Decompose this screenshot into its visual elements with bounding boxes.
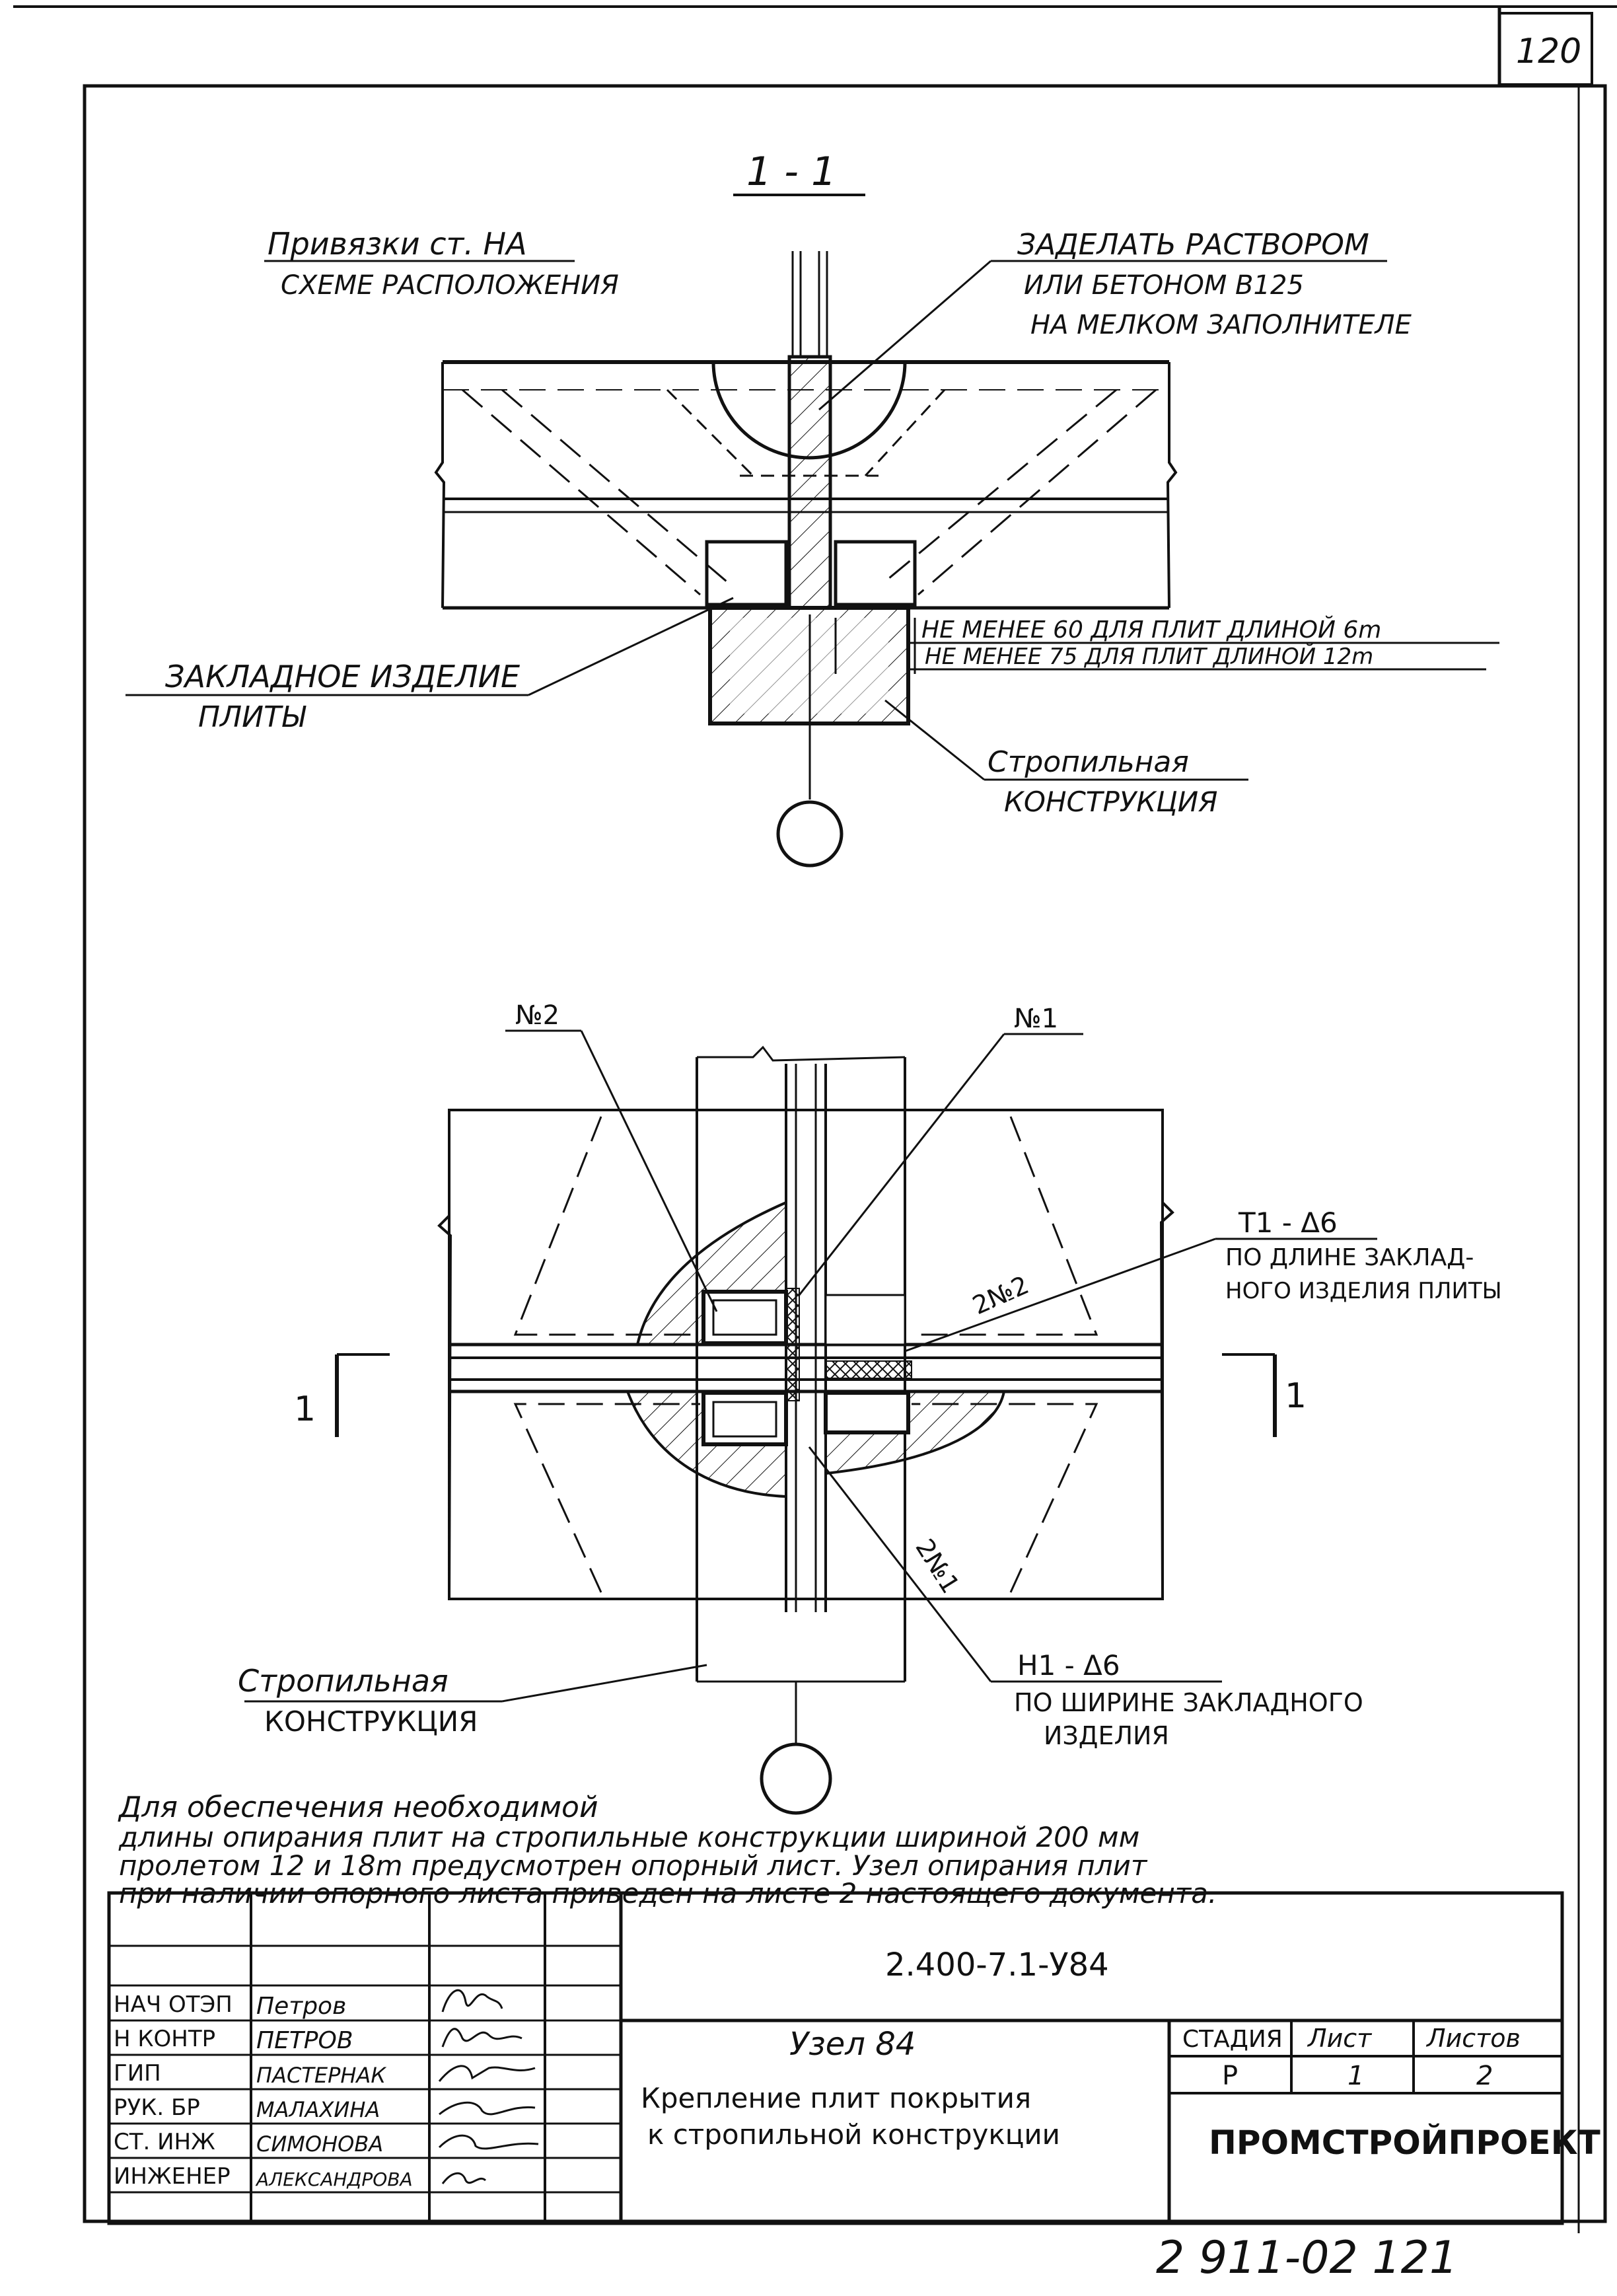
footnote-line2: длины опирания плит на стропильные конст… <box>118 1821 1139 1853</box>
rafter-section-line2: КОНСТРУКЦИЯ <box>1004 786 1217 818</box>
staff-name: ПЕТРОВ <box>256 2027 353 2054</box>
organization: ПРОМСТРОЙПРОЕКТ <box>1209 2123 1600 2162</box>
sheet-frame <box>13 5 1617 2233</box>
sheet-number-box: 120 <box>1498 12 1593 86</box>
grout-note-line1: ЗАДЕЛАТЬ РАСТВОРОМ <box>1017 228 1369 262</box>
plan-view: 1 1 №2 №1 T1 - Δ6 ПО ДЛИНЕ ЗАКЛАД- НОГО … <box>238 1000 1502 1815</box>
sheets-header: Листов <box>1425 2024 1521 2053</box>
rafter-section-line1: Стропильная <box>988 745 1189 779</box>
embedded-part-line1: ЗАКЛАДНОЕ ИЗДЕЛИЕ <box>165 659 520 694</box>
staff-role: РУК. БР <box>114 2094 200 2121</box>
staff-name: АЛЕКСАНДРОВА <box>255 2168 413 2190</box>
footnote: Для обеспечения необходимой длины опиран… <box>118 1791 1217 1909</box>
stage-value: Р <box>1222 2061 1238 2091</box>
marker-no1: №1 <box>1014 1004 1058 1034</box>
staff-role: Н КОНТР <box>114 2026 215 2052</box>
archive-number: 2 911-02 121 <box>1156 2232 1458 2284</box>
stage-header: СТАДИЯ <box>1182 2026 1283 2053</box>
section-label: 1 - 1 <box>746 149 836 195</box>
title-node: Узел 84 <box>789 2026 916 2063</box>
staff-name: МАЛАХИНА <box>256 2097 380 2122</box>
footnote-line3: пролетом 12 и 18m предусмотрен опорный л… <box>119 1849 1148 1882</box>
bearing-60-note: НЕ МЕНЕЕ 60 ДЛЯ ПЛИТ ДЛИНОЙ 6m <box>921 616 1381 644</box>
staff-role: СТ. ИНЖ <box>114 2129 215 2155</box>
sheets-value: 2 <box>1476 2061 1493 2091</box>
bearing-75-note: НЕ МЕНЕЕ 75 ДЛЯ ПЛИТ ДЛИНОЙ 12m <box>925 643 1373 670</box>
embedded-part-line2: ПЛИТЫ <box>198 700 306 734</box>
signatures <box>438 1989 539 2184</box>
staff-name: ПАСТЕРНАК <box>256 2063 386 2088</box>
footnote-line1: Для обеспечения необходимой <box>118 1791 598 1824</box>
rafter-plan-line1: Стропильная <box>238 1663 449 1699</box>
section-mark-left: 1 <box>294 1389 316 1429</box>
staff-role: ГИП <box>114 2060 161 2087</box>
rafter-plan-line2: КОНСТРУКЦИЯ <box>264 1705 478 1738</box>
grout-note-line3: НА МЕЛКОМ ЗАПОЛНИТЕЛЕ <box>1030 310 1412 340</box>
sheet-header: Лист <box>1307 2024 1373 2053</box>
section-1-1: 1 - 1 <box>126 149 1499 868</box>
weld-h1-line1: H1 - Δ6 <box>1017 1649 1120 1682</box>
sheet-value: 1 <box>1348 2061 1364 2091</box>
weld-h1-line2: ПО ШИРИНЕ ЗАКЛАДНОГО <box>1014 1688 1363 1717</box>
weld-t1-line2: ПО ДЛИНЕ ЗАКЛАД- <box>1225 1244 1474 1271</box>
weld-h1-line3: ИЗДЕЛИЯ <box>1044 1721 1169 1750</box>
staff-role: НАЧ ОТЭП <box>114 1991 233 2018</box>
staff-name: СИМОНОВА <box>256 2131 383 2157</box>
doc-code: 2.400-7.1-У84 <box>885 1946 1109 1983</box>
weld-t1-line1: T1 - Δ6 <box>1238 1206 1338 1239</box>
title-desc-line1: Крепление плит покрытия <box>641 2082 1031 2114</box>
staff-role: ИНЖЕНЕР <box>114 2163 231 2190</box>
callout-2no2: 2№2 <box>968 1270 1033 1320</box>
staff-name: Петров <box>256 1993 346 2020</box>
weld-t1-line3: НОГО ИЗДЕЛИЯ ПЛИТЫ <box>1225 1278 1502 1304</box>
marker-no2: №2 <box>515 1000 559 1031</box>
title-desc-line2: к стропильной конструкции <box>647 2118 1060 2151</box>
grout-note-line2: ИЛИ БЕТОНОМ В125 <box>1024 270 1304 301</box>
section-mark-right: 1 <box>1285 1376 1307 1416</box>
binding-note-line2: СХЕМЕ РАСПОЛОЖЕНИЯ <box>281 270 619 301</box>
sheet-number: 120 <box>1516 32 1581 71</box>
title-block: 2.400-7.1-У84 Узел 84 Крепление плит пок… <box>107 1891 1600 2225</box>
binding-note-line1: Привязки ст. НА <box>268 226 527 262</box>
